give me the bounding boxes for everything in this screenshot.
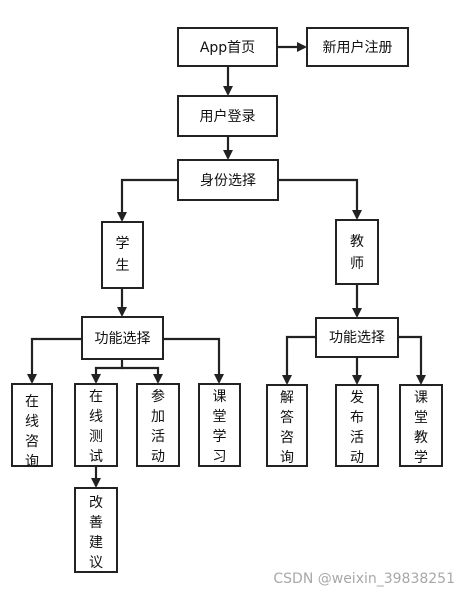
node-online-test: 在线测试 bbox=[74, 383, 118, 467]
edge-sfunc-to-consult bbox=[27, 337, 82, 384]
node-app-home-label: App首页 bbox=[200, 40, 255, 56]
node-course-study: 课堂学习 bbox=[198, 383, 241, 467]
node-teacher-function-select-label: 功能选择 bbox=[329, 330, 385, 346]
node-student-function-select: 功能选择 bbox=[81, 316, 164, 360]
connectors bbox=[27, 42, 426, 488]
node-online-consult: 在线咨询 bbox=[11, 383, 53, 470]
node-teacher: 教师 bbox=[335, 219, 379, 285]
edge-sfunc-to-study bbox=[163, 337, 224, 384]
node-identity-select-label: 身份选择 bbox=[200, 173, 256, 189]
edge-sfunc-to-test bbox=[91, 359, 124, 384]
node-answer-consult-label: 解答咨询 bbox=[280, 390, 294, 466]
node-join-activity-label: 参加活动 bbox=[151, 388, 165, 465]
node-course-teaching-label: 课堂教学 bbox=[414, 390, 428, 466]
node-join-activity: 参加活动 bbox=[136, 383, 180, 467]
node-online-consult-label: 在线咨询 bbox=[25, 394, 39, 470]
watermark-text: CSDN @weixin_39838251 bbox=[273, 571, 455, 587]
node-course-teaching: 课堂教学 bbox=[399, 384, 443, 467]
node-student-label: 学生 bbox=[116, 236, 130, 274]
node-user-login: 用户登录 bbox=[177, 95, 278, 137]
node-teacher-label: 教师 bbox=[350, 234, 364, 272]
node-identity-select: 身份选择 bbox=[177, 159, 279, 201]
edge-sfunc-to-activity bbox=[122, 366, 163, 384]
node-user-login-label: 用户登录 bbox=[200, 108, 256, 125]
edge-tfunc-to-teaching bbox=[398, 335, 426, 385]
node-course-study-label: 课堂学习 bbox=[213, 389, 227, 465]
node-new-user-register-label: 新用户注册 bbox=[323, 39, 393, 56]
node-publish-activity: 发布活动 bbox=[335, 384, 379, 467]
node-improve-suggest: 改善建议 bbox=[74, 487, 118, 573]
node-student-function-select-label: 功能选择 bbox=[95, 331, 151, 347]
node-new-user-register: 新用户注册 bbox=[306, 27, 409, 67]
edge-identity-to-teacher bbox=[278, 178, 362, 220]
node-answer-consult: 解答咨询 bbox=[266, 384, 308, 467]
node-improve-suggest-label: 改善建议 bbox=[89, 495, 103, 571]
edge-identity-to-student bbox=[117, 178, 178, 222]
node-online-test-label: 在线测试 bbox=[89, 389, 103, 465]
node-teacher-function-select: 功能选择 bbox=[315, 317, 399, 358]
node-student: 学生 bbox=[101, 221, 144, 289]
edge-tfunc-to-answer bbox=[282, 335, 316, 385]
node-app-home: App首页 bbox=[177, 27, 278, 67]
node-publish-activity-label: 发布活动 bbox=[350, 390, 364, 466]
